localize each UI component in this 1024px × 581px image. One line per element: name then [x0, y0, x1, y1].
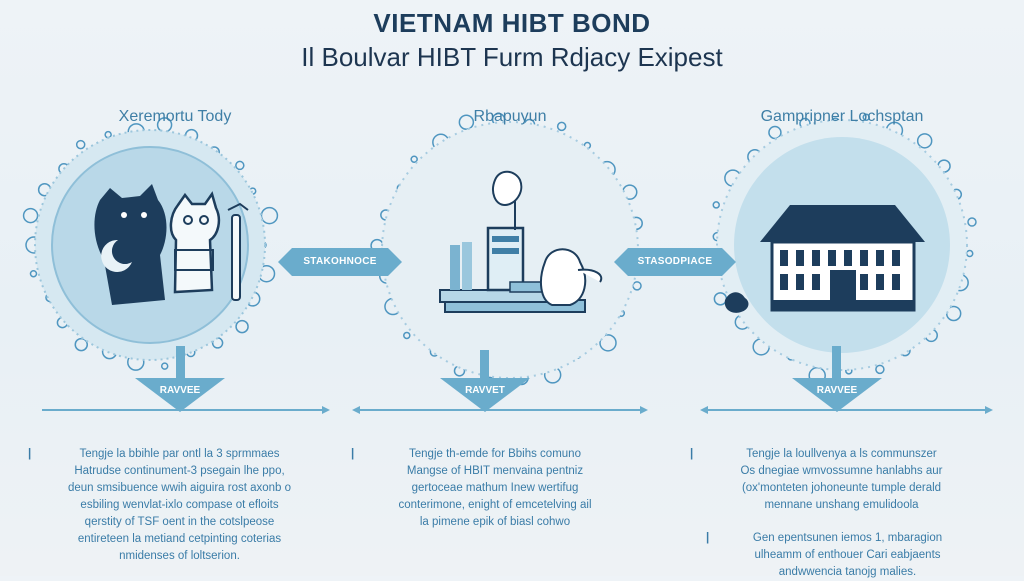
bullet-bar: | [351, 448, 355, 460]
text-line: la pimene epik of biasl cohwo [419, 516, 571, 528]
stage-3-description: | Tengje la loullvenya a ls communszer O… [690, 446, 979, 514]
bubble-icon [74, 337, 89, 352]
text-line: nmidenses of loltserion. [119, 550, 240, 562]
section-2-heading: Rbapuyun [473, 108, 547, 125]
stage-1-arrow-label: RAVVEE [159, 385, 201, 396]
bubble-icon [458, 114, 475, 130]
text-line: ulheamm of enthouer Cari eabjaents [754, 549, 941, 561]
connector-label-1: STAKOHNOCE [303, 256, 377, 267]
section-3-heading: Gampripner Lochsptan [760, 108, 924, 125]
text-line: qerstity of TSF oent in the cotslpeose [84, 516, 275, 528]
text-line: Tengje la loullvenya a ls communszer [746, 448, 937, 460]
bubble-icon [29, 269, 38, 278]
connector-arrow-2 [614, 248, 736, 276]
window-icon [796, 274, 804, 290]
stage-3-arrow-label: RAVVEE [816, 385, 858, 396]
connector-label-2: STASODPIACE [637, 256, 713, 267]
window-icon [796, 250, 804, 266]
text-line: (ox'monteten johoneunte tumple derald [741, 482, 942, 494]
down-arrows [135, 346, 882, 412]
bubble-icon [22, 207, 39, 224]
window-icon [892, 274, 900, 290]
government-building-icon [760, 205, 925, 312]
bubble-icon [967, 217, 977, 227]
text-line: Mangse of HBIT menvaina pentniz [406, 465, 584, 477]
bubble-icon [599, 334, 617, 352]
bubble-icon [235, 160, 245, 171]
window-icon [828, 250, 836, 266]
cat-character-icon [94, 184, 167, 305]
text-line: Tengje th-emde for Bbihs comuno [409, 448, 581, 460]
bubble-icon [713, 292, 728, 306]
bubble-icon [556, 121, 567, 132]
bubble-icon [410, 155, 418, 163]
window-icon [812, 250, 820, 266]
connector-arrow-1 [278, 248, 402, 276]
bubble-icon [875, 364, 885, 375]
text-line: esbiling wenvlat-ixlo compase ot efloits [80, 499, 279, 511]
bubble-icon [104, 130, 112, 139]
bubble-decorations [22, 112, 977, 391]
bubble-icon [712, 201, 720, 209]
bubble-icon [632, 281, 642, 291]
robot-character-icon [169, 191, 249, 301]
bullet-bar: | [706, 532, 710, 544]
page-title: VIETNAM HIBT BOND [373, 8, 651, 38]
small-figure-icon [724, 292, 749, 313]
bullet-bar: | [28, 448, 32, 460]
bubble-icon [235, 319, 249, 334]
bubble-icon [916, 133, 933, 149]
text-line: mennane unshang emulidoola [764, 499, 919, 511]
stage-2-arrow-label: RAVVET [465, 385, 505, 396]
bubble-icon [768, 125, 782, 140]
stage-1-circle [34, 129, 266, 361]
stage-3-description-2: | Gen epentsunen iemos 1, mbaragion ulhe… [706, 530, 975, 581]
section-1-heading: Xeremortu Tody [118, 108, 232, 125]
text-line: Os dnegiae wmvossumne hanlabhs aur [740, 465, 943, 477]
stage-1-description: | Tengje la bbihle par ontl la 3 sprmmae… [28, 446, 317, 565]
window-icon [844, 250, 852, 266]
window-icon [876, 274, 884, 290]
office-desk-icon [439, 226, 586, 313]
mascot-character-icon [492, 170, 603, 306]
window-icon [876, 250, 884, 266]
bubble-icon [260, 206, 279, 225]
window-icon [860, 274, 868, 290]
text-line: Gen epentsunen iemos 1, mbaragion [752, 532, 943, 544]
timeline-lines [42, 406, 993, 414]
stage-3-circle [716, 119, 968, 371]
text-line: gertoceae mathum Inew wertifug [411, 482, 579, 494]
text-line: Hatrudse continument-3 psegain lhe ppo, [74, 465, 285, 477]
bubble-icon [160, 362, 169, 370]
bubble-icon [403, 331, 411, 340]
text-line: Tengje la bbihle par ontl la 3 sprmmaes [79, 448, 280, 460]
bullet-bar: | [690, 448, 694, 460]
window-icon [812, 274, 820, 290]
window-icon [780, 250, 788, 266]
bubble-icon [862, 113, 870, 122]
window-icon [780, 274, 788, 290]
stage-2-description: | Tengje th-emde for Bbihs comuno Mangse… [351, 446, 625, 531]
text-line: andwwencia tanojg malies. [778, 566, 917, 578]
text-line: entireteen la metiand cetpinting coteria… [77, 533, 282, 545]
stage-2-circle [381, 121, 639, 379]
window-icon [892, 250, 900, 266]
text-line: deun smsibuence wwih aiguira rost axonb … [67, 482, 292, 494]
bubble-icon [945, 305, 962, 322]
text-line: conterimone, enight of emcetelving ail [398, 499, 592, 511]
window-icon [860, 250, 868, 266]
page-subtitle: Il Boulvar HIBT Furm Rdjacy Exipest [301, 42, 723, 72]
bubble-icon [75, 139, 86, 150]
